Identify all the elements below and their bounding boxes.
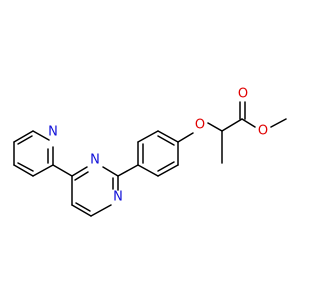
bond-ph-3 xyxy=(157,130,179,143)
bond-pm-5b xyxy=(75,202,91,212)
bond-pm-1 xyxy=(71,166,88,177)
bond-pm-1b xyxy=(74,171,89,181)
ether-oxygen-label: O xyxy=(195,118,205,133)
bond-py-4b xyxy=(17,162,34,172)
bond-co-o2 xyxy=(241,118,256,128)
bond-ph-o xyxy=(177,132,194,143)
bond-py-1 xyxy=(32,130,50,141)
bond-pm-2 xyxy=(102,166,119,177)
background xyxy=(0,0,300,300)
bond-ph-6 xyxy=(137,164,159,177)
bond-pm-5 xyxy=(71,204,92,217)
pyridine-nitrogen-label: N xyxy=(48,125,58,140)
bond-pm-4 xyxy=(90,204,112,217)
ester-oxygen-label: O xyxy=(258,124,268,139)
pyrimidine-nitrogen-1-label: N xyxy=(90,153,100,168)
bond-ph-3b xyxy=(157,135,175,146)
bond-py-pm xyxy=(52,164,73,177)
bond-py-2 xyxy=(13,130,34,143)
molecule-diagram: N N N O O O xyxy=(0,0,300,300)
bond-py-2b xyxy=(17,135,33,145)
bond-ph-2 xyxy=(137,130,159,143)
bond-py-4 xyxy=(13,164,34,177)
bond-o2-me xyxy=(270,118,287,128)
bond-ch-co xyxy=(221,118,243,132)
bond-o-ch xyxy=(207,122,223,132)
carbonyl-oxygen-label: O xyxy=(238,87,248,102)
pyrimidine-nitrogen-2-label: N xyxy=(113,190,123,205)
bond-pm-ph xyxy=(117,164,139,177)
bonds xyxy=(13,101,287,217)
atom-labels: N N N O O O xyxy=(48,87,268,205)
bond-py-5 xyxy=(32,164,54,177)
bond-ph-5 xyxy=(157,164,179,177)
bond-ph-5b xyxy=(157,161,175,172)
